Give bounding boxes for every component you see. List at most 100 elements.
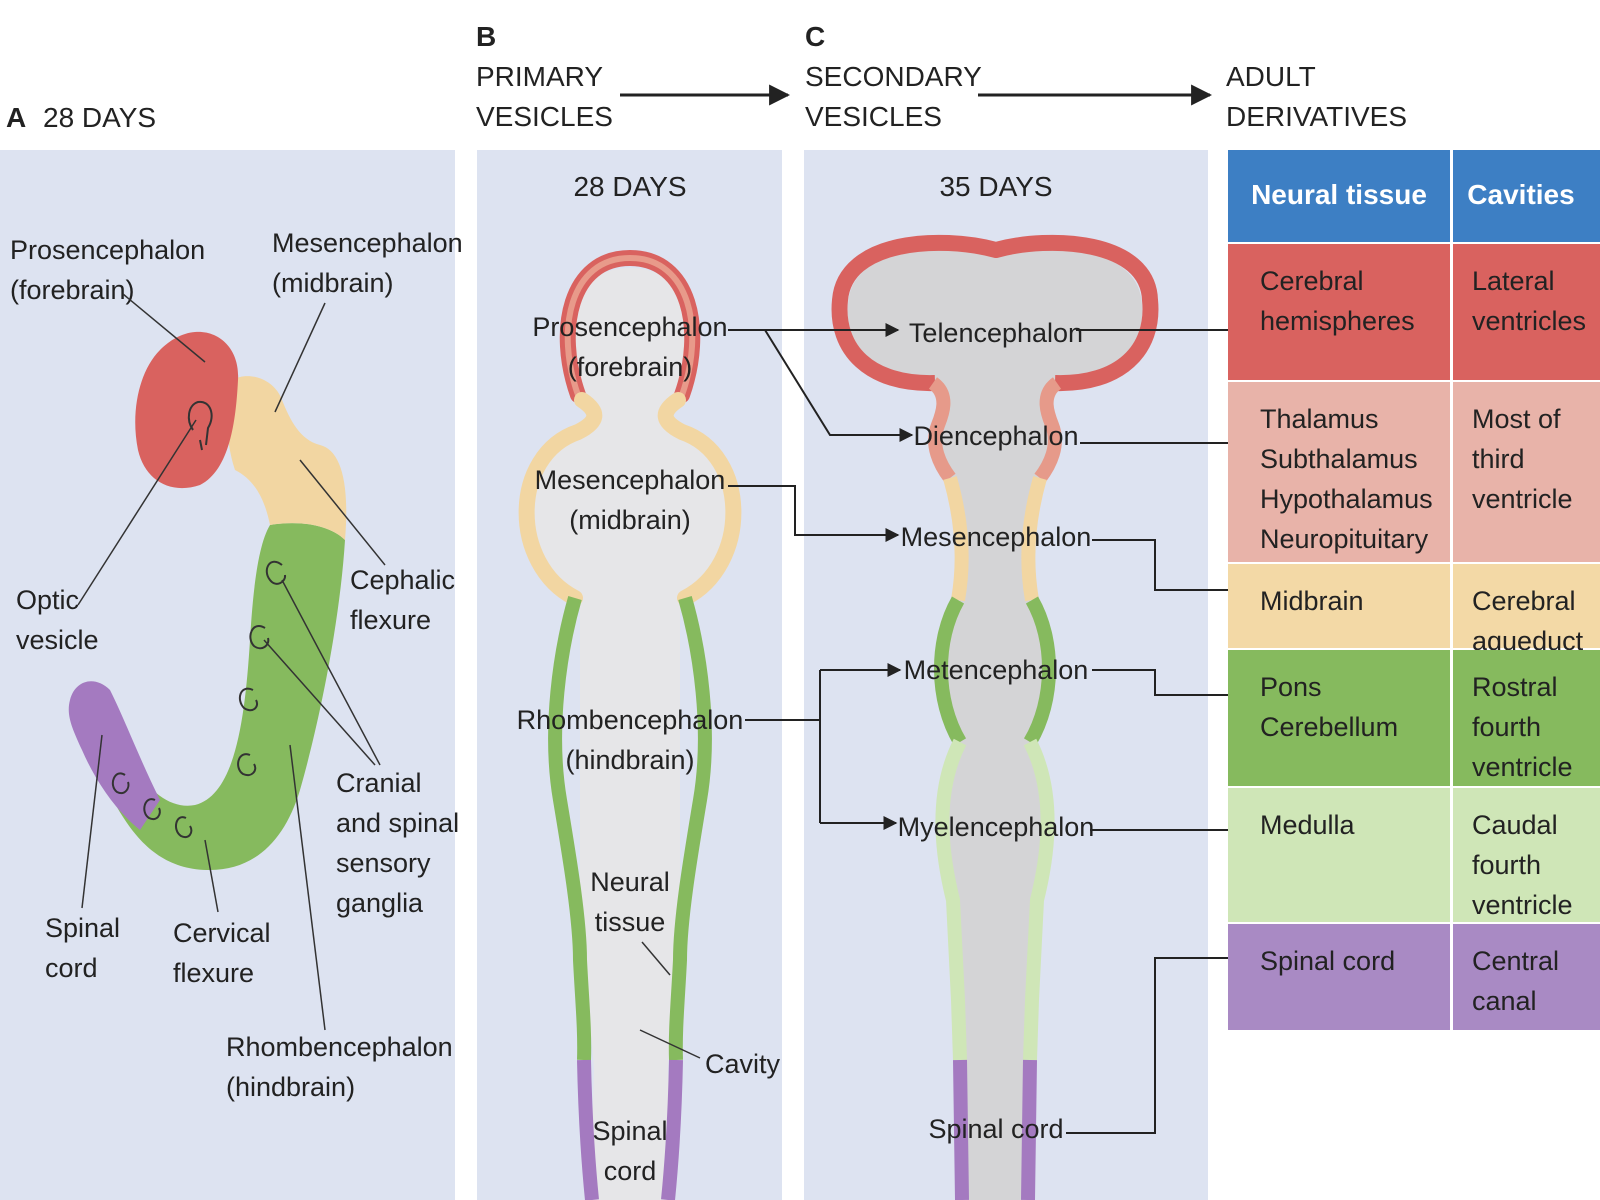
panel-d-title-line1: ADULT <box>1226 61 1316 92</box>
table-row-4-cavity-line-0: Caudal <box>1472 810 1558 840</box>
table-row-0-neural-bg <box>1228 244 1450 380</box>
ganglia-loops <box>111 560 287 838</box>
table-row-1-neural-line-0: Thalamus <box>1260 404 1379 434</box>
table-row-4-neural-line-0: Medulla <box>1260 810 1356 840</box>
embryo-spinal-region <box>68 681 160 830</box>
embryo-hindbrain-region <box>90 523 345 870</box>
b-label-neural-1: Neural <box>590 867 670 897</box>
arrow-pros-to-dien <box>764 329 914 442</box>
table-row-5-neural-line-0: Spinal cord <box>1260 946 1395 976</box>
a-leader-ganglia-2 <box>263 639 376 766</box>
table-row-5-cavity-line-0: Central <box>1472 946 1559 976</box>
b-wall-midbrain <box>518 392 742 606</box>
table-row-4-neural-bg <box>1228 788 1450 922</box>
derivatives-table: Neural tissue Cavities Cerebral hemispher… <box>1228 150 1600 1030</box>
panel-b-days: 28 DAYS <box>573 171 686 202</box>
table-row-2-neural-line-0: Midbrain <box>1260 586 1364 616</box>
panel-a-letter: A <box>6 102 26 133</box>
table-header-neural-bg <box>1228 150 1450 242</box>
a-leader-ganglia-1 <box>281 579 381 766</box>
embryo-midbrain-region <box>227 376 347 540</box>
a-label-rhomb-1: Rhombencephalon <box>226 1032 453 1062</box>
table-row-3-cavity-bg <box>1453 650 1600 786</box>
table-row-0-cavity-line-0: Lateral <box>1472 266 1555 296</box>
a-leader-prosencephalon <box>122 293 206 363</box>
table-row-3-cavity-line-2: ventricle <box>1472 752 1573 782</box>
b-wall-hindbrain-left <box>548 596 592 1061</box>
table-row-0-cavity-line-1: ventricles <box>1472 306 1586 336</box>
table-row-0-neural-line-1: hemispheres <box>1260 306 1415 336</box>
table-row-0-neural-line-0: Cerebral <box>1260 266 1364 296</box>
table-row-1-neural-line-3: Neuropituitary <box>1260 524 1429 554</box>
table-row-1-cavity-line-2: ventricle <box>1472 484 1573 514</box>
table-row-3-cavity-line-1: fourth <box>1472 712 1541 742</box>
a-label-ganglia-1: Cranial <box>336 768 422 798</box>
a-leader-rhomb <box>289 744 326 1031</box>
a-label-optic-2: vesicle <box>16 625 99 655</box>
c-label-metencephalon: Metencephalon <box>904 655 1089 685</box>
embryo-forebrain-region <box>135 331 239 489</box>
table-row-3-neural-line-0: Pons <box>1260 672 1322 702</box>
b-wall-hindbrain-right <box>668 596 712 1061</box>
a-leader-spinal <box>81 734 103 909</box>
arrow-mes-to-midbrain <box>1092 539 1249 597</box>
arrow-mes-to-mes <box>728 485 900 542</box>
panel-a-bg <box>0 150 455 1200</box>
c-wall-metencephalon <box>934 596 1056 746</box>
a-label-rhomb-2: (hindbrain) <box>226 1072 355 1102</box>
a-leader-cervical <box>204 839 219 913</box>
table-row-5-cavity-line-1: canal <box>1472 986 1537 1016</box>
b-label-rhomb-1: Rhombencephalon <box>517 705 744 735</box>
table-row-3-neural-line-1: Cerebellum <box>1260 712 1398 742</box>
a-label-cephalic-1: Cephalic <box>350 565 455 595</box>
panel-d-title-line2: DERIVATIVES <box>1226 101 1407 132</box>
b-wall-spinal-right <box>661 1059 683 1200</box>
b-label-spinal-2: cord <box>604 1156 657 1186</box>
c-wall-telencephalon <box>831 234 1159 392</box>
b-label-prosencephalon-1: Prosencephalon <box>532 312 727 342</box>
a-leader-mesencephalon <box>274 302 326 413</box>
primary-vesicles-tube <box>518 249 742 1200</box>
table-row-1-cavity-bg <box>1453 382 1600 562</box>
panel-c-days: 35 DAYS <box>939 171 1052 202</box>
table-row-1-neural-bg <box>1228 382 1450 562</box>
table-row-5-cavity-bg <box>1453 924 1600 1030</box>
b-wall-forebrain-inner <box>564 254 696 396</box>
table-row-1-neural-line-1: Subthalamus <box>1260 444 1418 474</box>
b-wall-spinal-left <box>577 1059 599 1200</box>
c-to-d-connectors <box>1066 323 1249 1134</box>
arrow-spinal-to-spinal <box>1066 951 1249 1134</box>
c-label-telencephalon: Telencephalon <box>909 318 1083 348</box>
a-label-ganglia-4: ganglia <box>336 888 424 918</box>
table-row-1-cavity-line-1: third <box>1472 444 1525 474</box>
optic-vesicle-shape <box>187 400 213 451</box>
c-label-mesencephalon: Mesencephalon <box>901 522 1092 552</box>
table-header-neural: Neural tissue <box>1251 179 1427 210</box>
table-rows: Cerebral hemispheres Lateral ventriclesThal… <box>1228 244 1600 1030</box>
c-label-myelencephalon: Myelencephalon <box>898 812 1095 842</box>
a-label-cervical-1: Cervical <box>173 918 271 948</box>
a-label-prosencephalon-1: Prosencephalon <box>10 235 205 265</box>
secondary-vesicles-tube <box>831 234 1159 1200</box>
a-label-spinal-2: cord <box>45 953 98 983</box>
table-header-cavities: Cavities <box>1467 179 1574 210</box>
panel-b-title-line2: VESICLES <box>476 101 613 132</box>
c-wall-spinal <box>953 1059 1037 1200</box>
table-row-2-neural-bg <box>1228 564 1450 648</box>
c-wall-mesencephalon <box>943 476 1047 602</box>
a-label-cervical-2: flexure <box>173 958 254 988</box>
b-label-rhomb-2: (hindbrain) <box>565 745 694 775</box>
table-row-1-neural-line-2: Hypothalamus <box>1260 484 1433 514</box>
table-row-4-cavity-bg <box>1453 788 1600 922</box>
table-row-4-cavity-line-1: fourth <box>1472 850 1541 880</box>
a-label-optic-1: Optic <box>16 585 79 615</box>
a-label-mesencephalon-2: (midbrain) <box>272 268 394 298</box>
a-label-ganglia-3: sensory <box>336 848 431 878</box>
a-leader-optic <box>77 419 197 606</box>
table-row-0-cavity-bg <box>1453 244 1600 380</box>
b-leader-cavity <box>639 1029 701 1059</box>
panel-c-letter: C <box>805 21 825 52</box>
table-row-3-neural-bg <box>1228 650 1450 786</box>
panel-a-title: 28 DAYS <box>43 102 156 133</box>
